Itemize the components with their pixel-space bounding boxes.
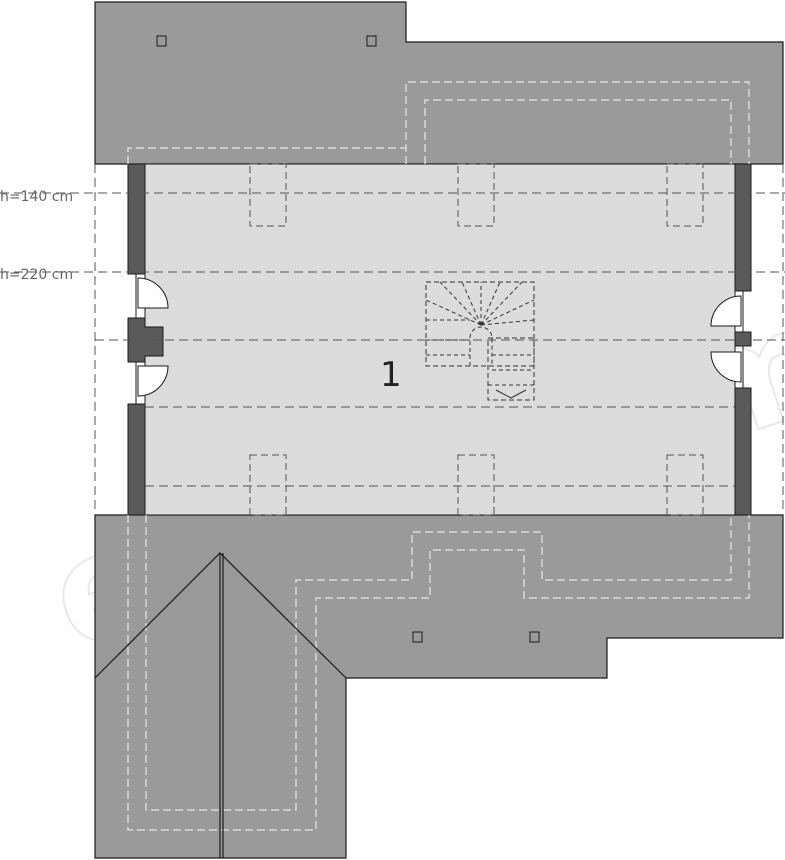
wall-left-lower	[127, 403, 146, 516]
chimney-right	[734, 331, 752, 347]
height-lines	[0, 164, 785, 515]
skylight-outlines	[249, 163, 704, 516]
wall-right-lower	[734, 387, 752, 516]
wall-left-upper	[127, 163, 146, 275]
upper-roof-dashed	[127, 81, 750, 164]
gable-ridge	[94, 552, 347, 858]
room-number: 1	[380, 355, 402, 395]
roof-vents	[156, 35, 540, 643]
window-swing-left-bottom	[137, 365, 169, 397]
staircase	[425, 281, 535, 401]
height-label-140: h=140 cm	[0, 189, 73, 205]
window-swing-right-top	[710, 295, 742, 327]
lower-roof-dashed	[127, 515, 750, 831]
window-swing-right-bottom	[710, 351, 742, 383]
lower-roof	[94, 514, 784, 859]
height-label-220: h=220 cm	[0, 267, 73, 283]
window-swing-left-top	[137, 277, 169, 309]
upper-roof	[94, 1, 784, 165]
